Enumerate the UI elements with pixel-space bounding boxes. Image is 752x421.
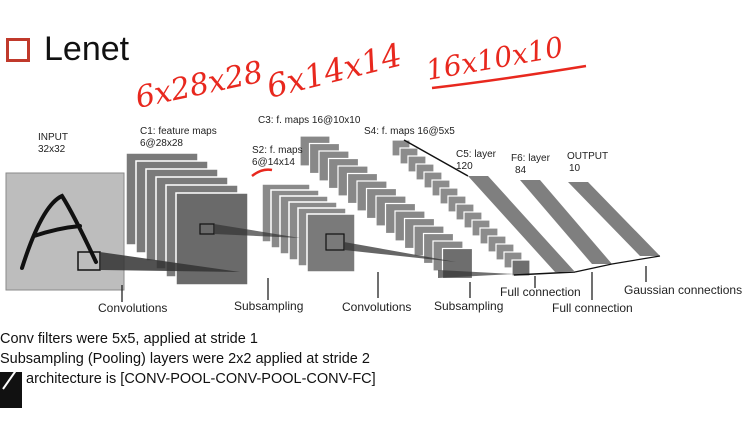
output-size: 10: [569, 163, 581, 174]
full1-label: Full connection: [500, 285, 581, 299]
operation-ticks: [121, 266, 647, 302]
note-subsampling: Subsampling (Pooling) layers were 2x2 ap…: [0, 351, 370, 367]
s4-c5-line-top: [403, 139, 469, 177]
handwritten-s2-dims: 6x14x14: [263, 36, 406, 106]
handwritten-underline: [431, 64, 587, 90]
c1-label: C1: feature maps: [140, 126, 217, 137]
conv1-label: Convolutions: [98, 301, 167, 315]
sub2-projection: [438, 270, 514, 278]
handwritten-tick: [251, 168, 273, 177]
s4-label: S4: f. maps 16@5x5: [364, 126, 455, 137]
handwritten-c3-dims: 16x10x10: [423, 30, 565, 87]
conv1-projection: [100, 252, 240, 272]
c5-label: C5: layer: [456, 149, 497, 160]
conv2-projection: [344, 242, 456, 262]
title-box-icon: [6, 38, 30, 62]
output-layer: [568, 182, 660, 256]
conv2-label: Convolutions: [342, 300, 411, 314]
c1-stack: [125, 152, 249, 286]
s2-stack: [261, 183, 356, 273]
page-title: Lenet: [44, 30, 130, 68]
c5-f6-line: [574, 263, 613, 273]
f6-label: F6: layer: [511, 153, 551, 164]
handwritten-c1-dims: 6x28x28: [132, 55, 266, 116]
f6-size: 84: [515, 165, 527, 176]
gauss-label: Gaussian connections: [624, 283, 742, 297]
c5-layer: [468, 176, 575, 272]
input-glyph-a: [20, 193, 98, 270]
input-image: [5, 172, 125, 291]
full2-label: Full connection: [552, 301, 633, 315]
s2-size: 6@14x14: [252, 157, 295, 168]
s4-stack: [391, 139, 531, 277]
input-size: 32x32: [38, 144, 66, 155]
sub1-label: Subsampling: [234, 299, 303, 313]
input-label: INPUT: [38, 132, 68, 143]
f6-out-line: [611, 255, 661, 265]
f6-layer: [520, 180, 612, 264]
sub2-label: Subsampling: [434, 299, 503, 313]
s4-c5-line-bottom: [513, 271, 576, 276]
lenet-diagram: 6x28x28 6x14x14 16x10x10: [5, 30, 742, 315]
s2-label: S2: f. maps: [252, 145, 303, 156]
sub1-projection: [214, 224, 300, 238]
pen-cursor-icon: [0, 372, 22, 408]
c5-size: 120: [456, 161, 473, 172]
note-conv-filters: Conv filters were 5x5, applied at stride…: [0, 331, 258, 347]
c3-label: C3: f. maps 16@10x10: [258, 115, 361, 126]
s4stack-map-16: [511, 259, 531, 277]
note-architecture: architecture is [CONV-POOL-CONV-POOL-CON…: [26, 371, 376, 387]
c1-size: 6@28x28: [140, 138, 183, 149]
output-label: OUTPUT: [567, 151, 608, 162]
